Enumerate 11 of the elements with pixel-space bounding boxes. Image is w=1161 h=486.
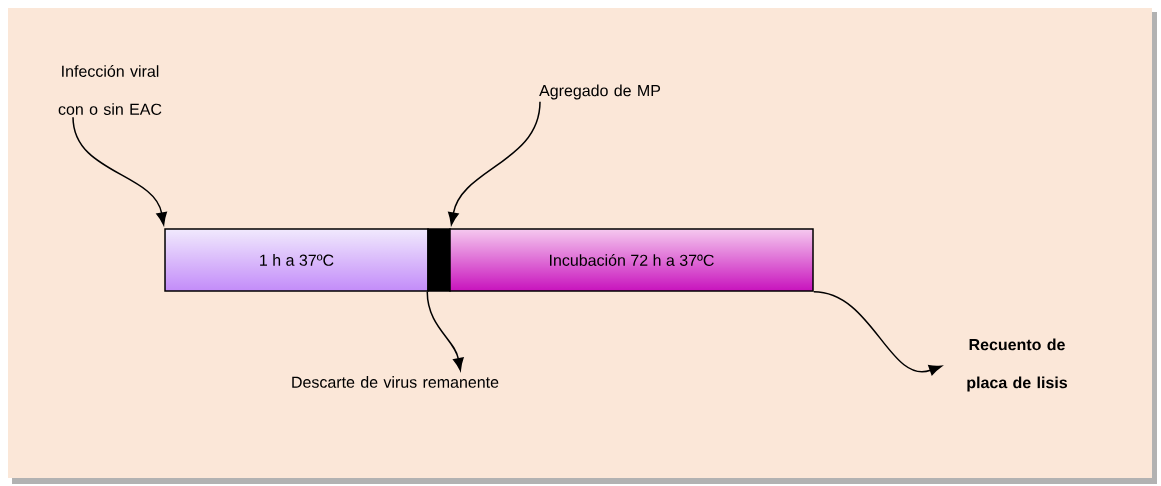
step-label: Agregado de MP	[539, 84, 661, 100]
divider-bar	[427, 228, 451, 292]
arrow	[813, 291, 942, 376]
stage-box: Incubación 72 h a 37ºC	[449, 228, 814, 292]
arrow	[448, 100, 541, 226]
step-label: Descarte de virus remanente	[292, 376, 499, 388]
step-label: Infección viral con o sin EAC	[58, 65, 162, 115]
arrow	[426, 291, 464, 371]
arrow	[72, 116, 167, 226]
stage-box: 1 h a 37ºC	[164, 228, 429, 292]
step-label: Recuento de placa de lisis	[967, 338, 1067, 392]
